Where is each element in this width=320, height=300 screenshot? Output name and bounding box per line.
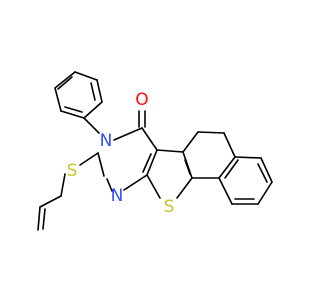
thiophene-ring [146,149,193,199]
pyrimidinone-ring [97,127,158,192]
molecule-canvas: O N N S S [37,71,273,231]
nitrogen-atom-ring: N [111,186,124,206]
benzo-ring [218,156,273,205]
oxygen-atom: O [135,90,148,110]
bond-n-phenyl [83,117,100,134]
phenyl-ring [54,71,103,119]
nitrogen-atom-amide: N [100,131,113,151]
bonds [37,71,273,231]
sulfur-atom-thioether: S [67,161,78,181]
dihydro-ring [182,131,236,179]
atom-labels: O N N S S [67,90,175,217]
molecule-structure: O N N S S [37,71,273,231]
sulfur-atom-thiophene: S [164,197,175,217]
allyl-chain [37,152,99,231]
